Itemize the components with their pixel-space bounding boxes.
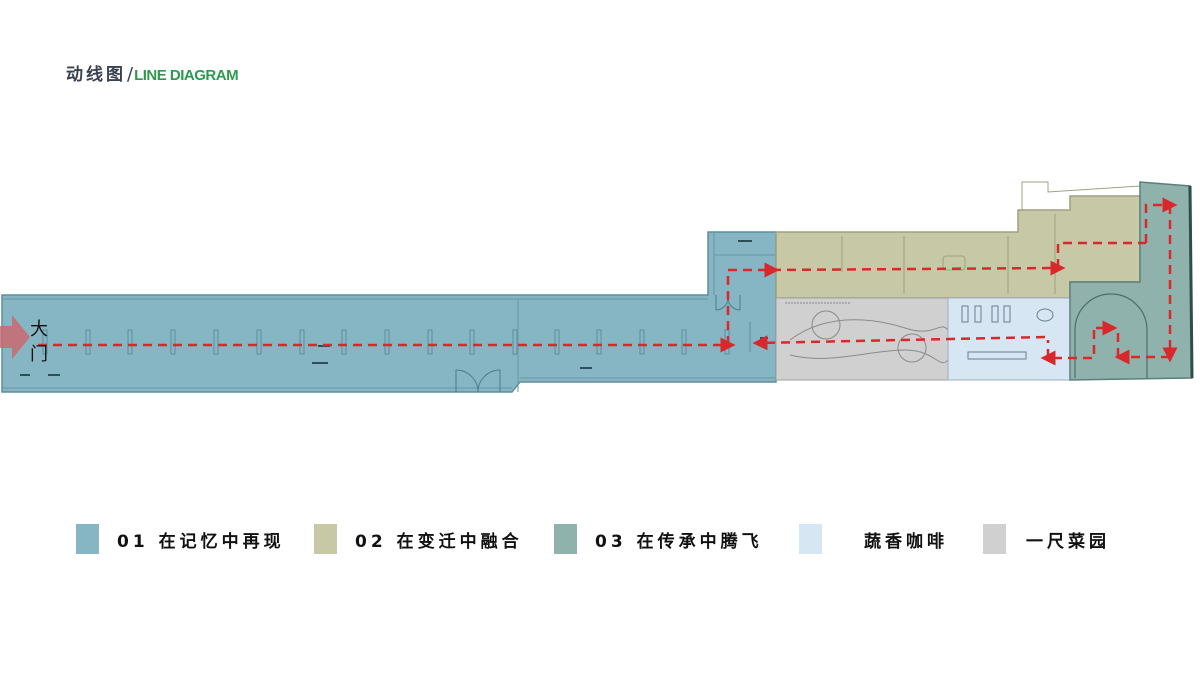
legend-swatch <box>554 524 577 554</box>
legend-item-cafe: 蔬香咖啡 <box>799 523 948 555</box>
zone-02-transition <box>775 181 1141 299</box>
legend-label: 蔬香咖啡 <box>864 531 948 552</box>
zone-01-memory <box>1 231 777 393</box>
entrance-label-1: 大 <box>30 319 48 340</box>
legend-item-zone-02: 02 在变迁中融合 <box>314 523 523 555</box>
legend-swatch <box>314 524 337 554</box>
legend-label: 01 在记忆中再现 <box>117 531 285 552</box>
circulation-route <box>38 197 1178 366</box>
title-chinese: 动线图 <box>66 65 126 85</box>
legend-swatch <box>983 524 1006 554</box>
entrance-arrow-icon <box>0 315 30 359</box>
legend-item-zone-03: 03 在传承中腾飞 <box>554 523 763 555</box>
legend-item-zone-01: 01 在记忆中再现 <box>76 523 285 555</box>
legend-item-garden: 一尺菜园 <box>983 523 1110 555</box>
title-separator: / <box>127 64 134 85</box>
title-english: LINE DIAGRAM <box>134 67 239 84</box>
entrance-label-2: 门 <box>30 344 48 365</box>
legend-label: 一尺菜园 <box>1026 531 1110 552</box>
legend-label: 02 在变迁中融合 <box>355 531 523 552</box>
legend-swatch <box>799 524 822 554</box>
page-title: 动线图 / LINE DIAGRAM <box>66 60 239 85</box>
zone-garden <box>775 297 949 381</box>
legend-label: 03 在传承中腾飞 <box>595 531 763 552</box>
legend-swatch <box>76 524 99 554</box>
zone-03-soaring <box>1069 181 1194 381</box>
legend: 01 在记忆中再现 02 在变迁中融合 03 在传承中腾飞 蔬香咖啡 一尺菜园 <box>0 523 1200 555</box>
